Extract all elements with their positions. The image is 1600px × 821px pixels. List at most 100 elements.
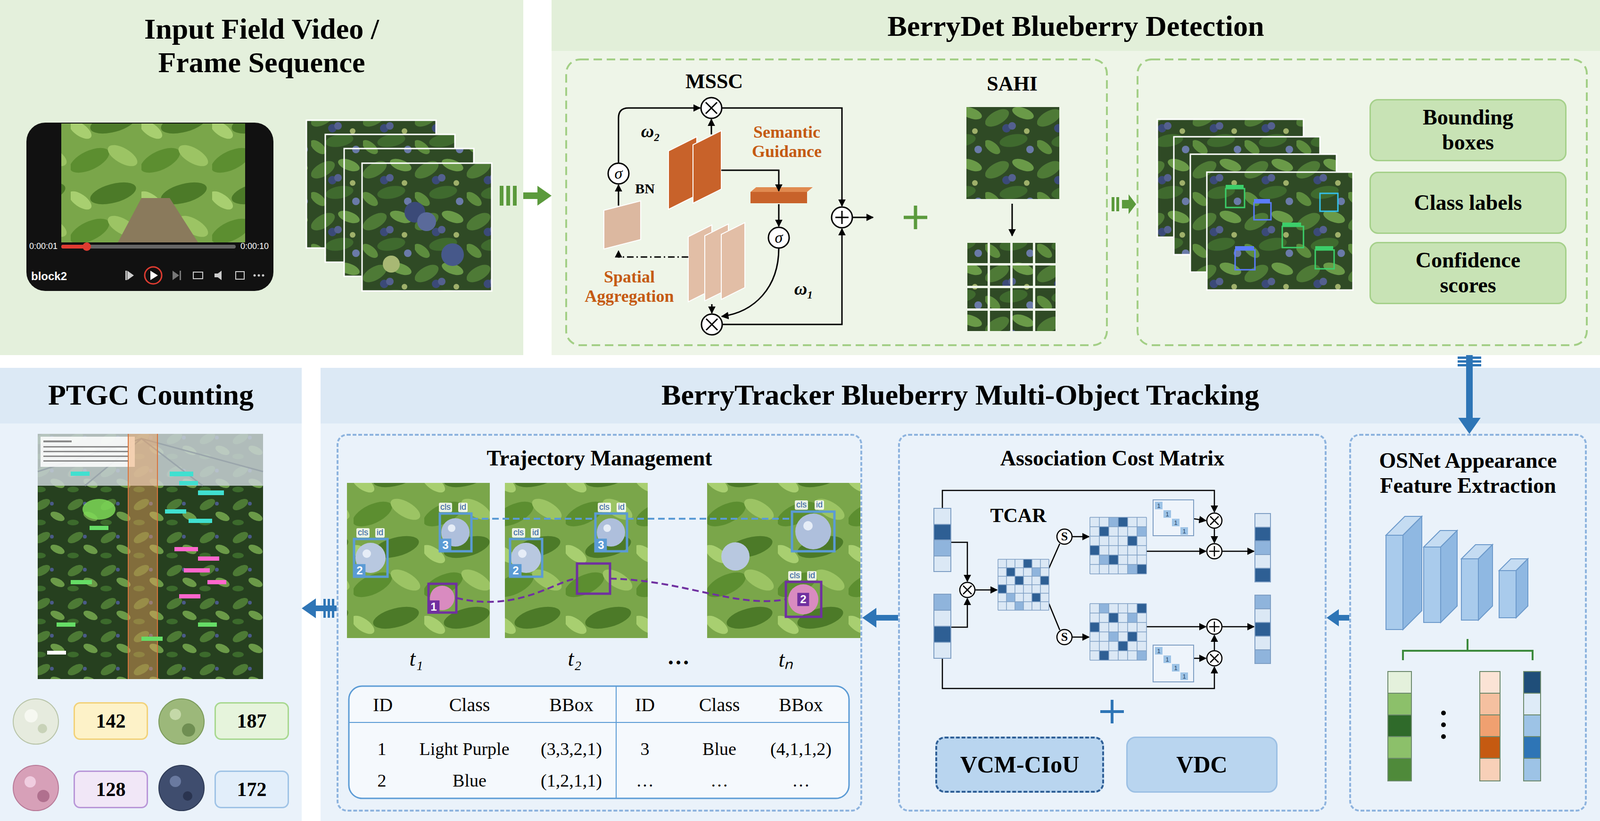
- cost-matrix: [1137, 564, 1147, 574]
- cost-matrix: [1137, 526, 1147, 537]
- label: 3: [594, 538, 607, 552]
- label: 0:00:10: [240, 241, 269, 252]
- sahi-slicing: [1012, 265, 1033, 286]
- label: t₂: [568, 645, 582, 671]
- label-text: id: [459, 502, 467, 512]
- tracking-frame: [803, 520, 813, 531]
- output-box: Bounding boxes: [1369, 98, 1567, 162]
- cost-matrix: [1048, 543, 1060, 569]
- mssc-module: [750, 191, 808, 204]
- counting-screenshot: [70, 471, 90, 476]
- cost-matrix: [1210, 653, 1219, 663]
- label-text: block2: [31, 269, 67, 283]
- cost-matrix: [942, 490, 1254, 689]
- label: cls: [788, 570, 802, 581]
- cost-matrix: [1031, 593, 1041, 602]
- cost-matrix: [1127, 536, 1138, 546]
- label: Light Purple: [419, 738, 510, 759]
- mssc-module: [721, 222, 745, 300]
- tracking-frame: [603, 524, 611, 532]
- cost-matrix: [1056, 629, 1073, 645]
- label-text: 3: [442, 538, 449, 552]
- counting-screenshot: [179, 480, 198, 486]
- flow-arrow: [1336, 614, 1350, 621]
- label-text: 1: [430, 600, 437, 613]
- cost-matrix: [997, 584, 1007, 594]
- cost-matrix: [1108, 631, 1119, 642]
- label: ω₁: [794, 278, 814, 299]
- mssc-module: [831, 206, 853, 228]
- label: cls: [438, 502, 453, 512]
- node-title: OSNet Appearance Feature Extraction: [1364, 448, 1572, 499]
- mssc-module: [711, 304, 713, 314]
- label-text: id: [618, 502, 625, 512]
- osnet-network: [1523, 671, 1541, 693]
- label-text: cls: [513, 527, 524, 537]
- label-text: 3: [640, 738, 650, 759]
- stage-arrow: [1111, 194, 1137, 215]
- frame-sequence: [306, 120, 492, 291]
- trajectory-table: [348, 685, 850, 799]
- cost-matrix: [1056, 528, 1073, 545]
- label-text: 1: [377, 738, 387, 759]
- video-player: [82, 242, 91, 251]
- stage-arrow: [1116, 197, 1120, 212]
- berry-icon: [13, 698, 205, 811]
- flow-arrow: [301, 598, 316, 619]
- detection-output: [1137, 59, 1587, 346]
- berry-icon: [158, 698, 205, 744]
- counting-screenshot: [207, 579, 227, 585]
- label-text: 2: [800, 592, 807, 606]
- output-box: Confidence scores: [1369, 241, 1567, 305]
- label-text: MSSC: [685, 69, 743, 93]
- cost-matrix: [933, 626, 951, 643]
- label: 3: [439, 538, 452, 552]
- frame-sequence: [382, 255, 400, 273]
- label-text: SAHI: [986, 72, 1038, 96]
- flow-arrow: [523, 192, 541, 199]
- tracking-frame: [471, 517, 792, 520]
- cost-matrix: [933, 524, 951, 540]
- cost-matrix: [933, 539, 951, 556]
- label-text: t₂: [568, 646, 582, 671]
- counting-screenshot: [40, 436, 135, 467]
- cost-matrix: [1048, 603, 1060, 630]
- counting-screenshot: [89, 525, 109, 530]
- label: 1: [1156, 647, 1161, 654]
- berry-icon: [24, 775, 36, 788]
- cost-matrix: [1099, 554, 1109, 565]
- counting-screenshot: [197, 622, 217, 627]
- osnet-network: [1479, 758, 1501, 781]
- arrow-bars: [323, 356, 1482, 618]
- label-text: id: [376, 527, 384, 537]
- flow-arrow: [301, 598, 337, 619]
- osnet-network: [1479, 714, 1501, 737]
- cost-matrix: [1254, 635, 1271, 650]
- label: 3: [640, 738, 650, 759]
- label: (3,3,2,1): [540, 738, 603, 759]
- mssc-module: [566, 59, 1107, 346]
- video-player: [150, 270, 158, 281]
- arrow-bars: [1457, 363, 1482, 367]
- sahi-slicing: [1011, 203, 1014, 236]
- cost-matrix: [1127, 631, 1138, 642]
- label: Semantic Guidance: [732, 122, 842, 162]
- label: id: [616, 502, 627, 512]
- label-text: 3: [597, 538, 604, 552]
- detection-output: [1225, 184, 1334, 250]
- sahi-slicing: [1012, 288, 1033, 309]
- label-text: 2: [512, 563, 519, 577]
- osnet-network: [1441, 734, 1446, 739]
- sahi-slicing: [1012, 310, 1033, 331]
- video-player: [235, 271, 245, 280]
- mssc-module: [710, 119, 713, 135]
- berry-icon: [158, 765, 205, 811]
- label: t₁: [409, 645, 424, 671]
- trajectory-table: [348, 685, 850, 799]
- cost-matrix: [959, 512, 1222, 666]
- osnet-network: [1523, 692, 1541, 715]
- cost-matrix: [1099, 526, 1109, 537]
- osnet-network: [1387, 671, 1541, 781]
- osnet-network: [1441, 710, 1446, 716]
- node-title: 128: [96, 777, 126, 801]
